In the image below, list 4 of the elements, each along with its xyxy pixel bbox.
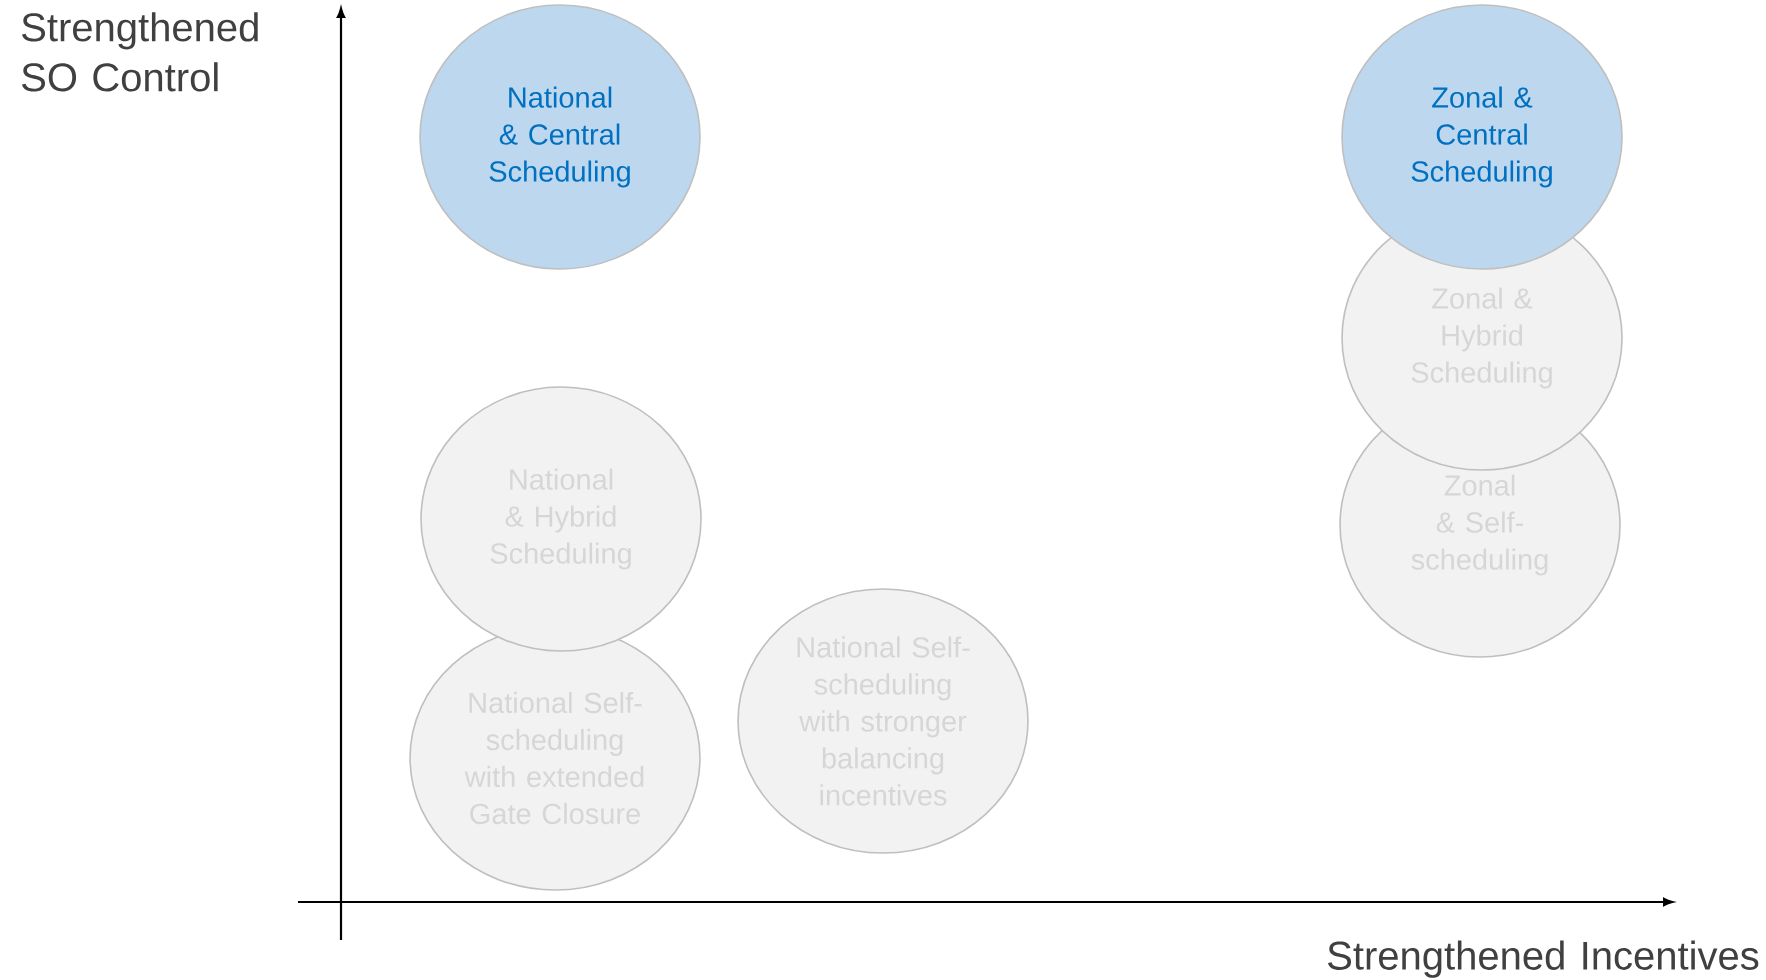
axis-label: Strengthened SO Control [22, 12, 258, 92]
ellipse-node: Zonal & Central Scheduling [1341, 4, 1623, 270]
axis-label: Strengthened Incentives [1328, 940, 1759, 978]
ellipse-node: National & Central Scheduling [419, 4, 701, 270]
